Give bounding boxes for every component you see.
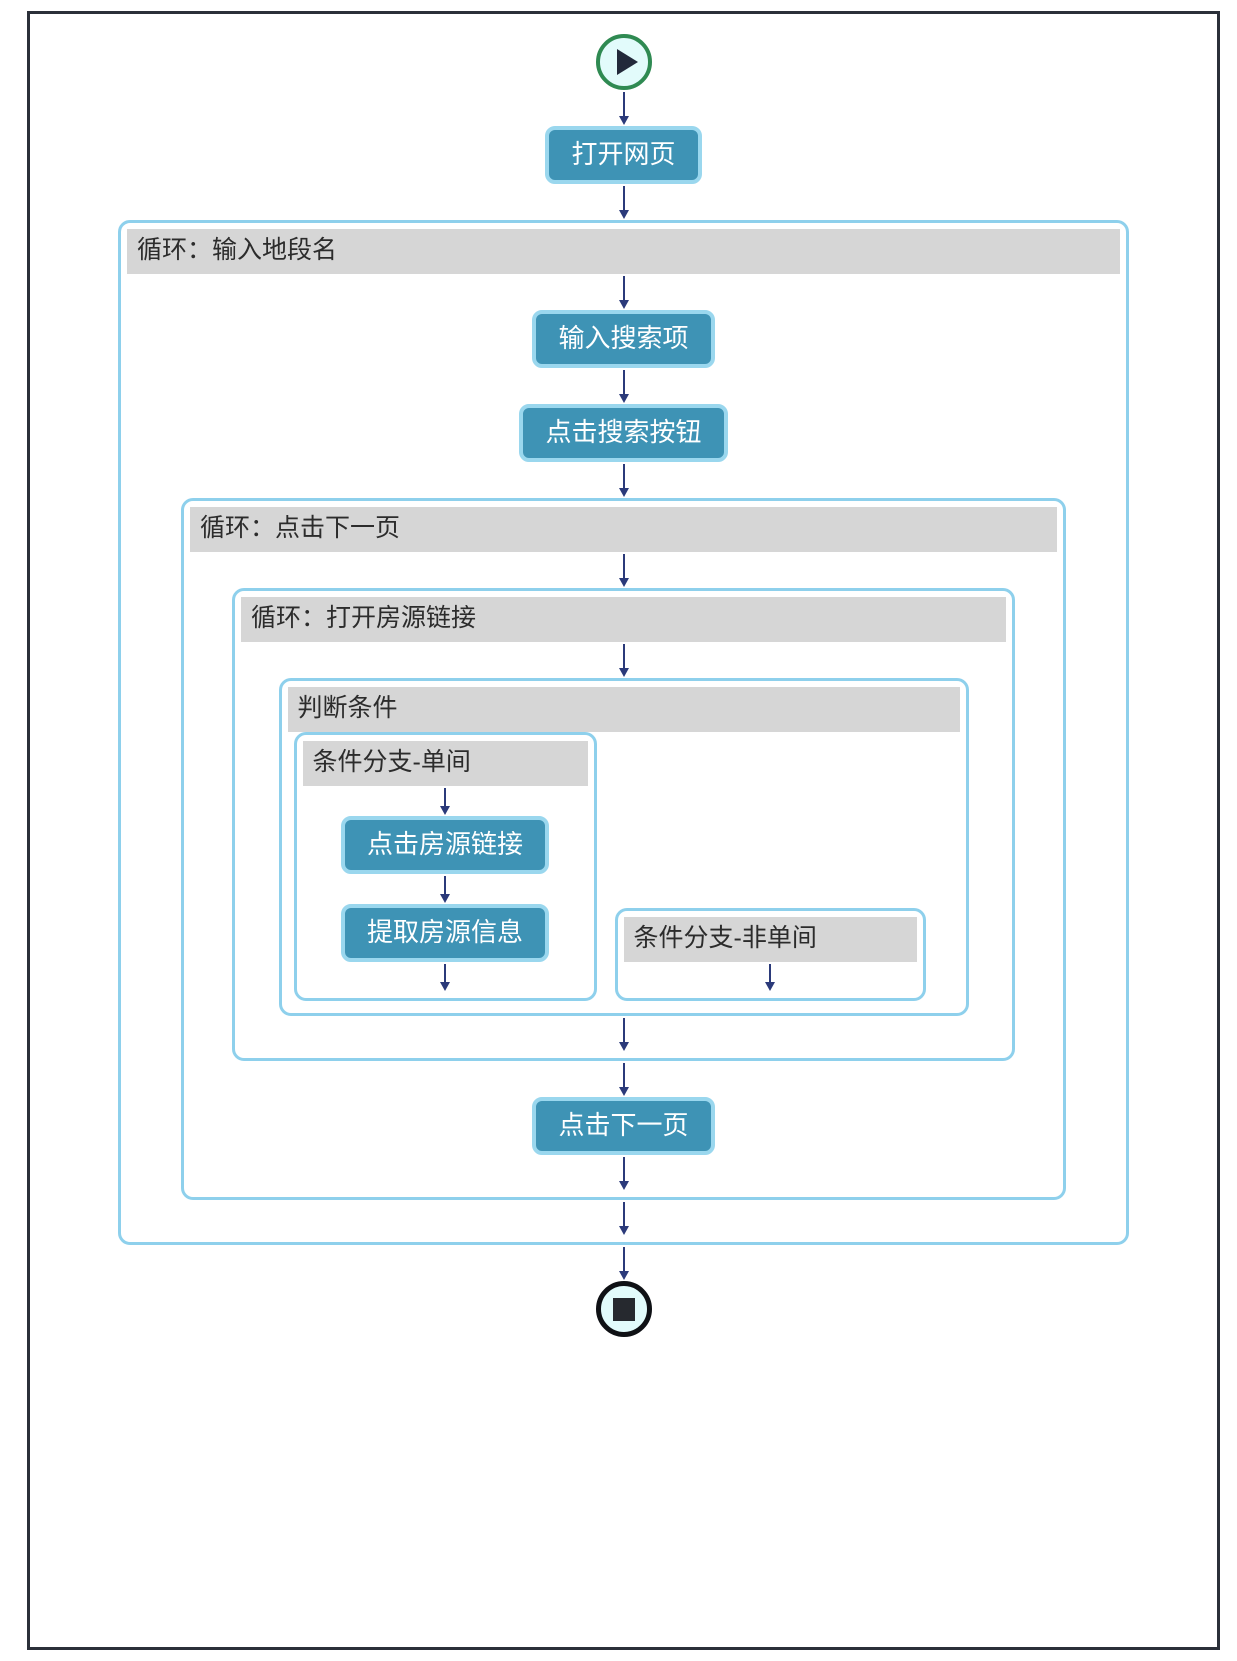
loop-click-next-page[interactable]: 循环：点击下一页 循环：打开房源链接 判断条件 xyxy=(181,498,1066,1200)
flow-arrow xyxy=(617,552,631,588)
node-extract-listing-info[interactable]: 提取房源信息 xyxy=(340,904,549,962)
flow-arrow xyxy=(617,90,631,126)
flow-arrow xyxy=(438,962,452,992)
flow-arrow xyxy=(617,1061,631,1097)
branch-non-single-room-body xyxy=(624,962,917,992)
branch-non-single-room-header: 条件分支-非单间 xyxy=(623,917,917,962)
loop-open-listing-link-body: 判断条件 条件分支-单间 点击房源链接 xyxy=(241,642,1006,1052)
play-icon xyxy=(616,49,638,75)
flow-arrow xyxy=(617,1200,631,1236)
loop-input-district[interactable]: 循环：输入地段名 输入搜索项 点击搜索按钮 循环：点击下一页 xyxy=(118,220,1129,1245)
flow-arrow xyxy=(617,642,631,678)
loop-open-listing-link-header: 循环：打开房源链接 xyxy=(241,597,1006,642)
node-click-search-button[interactable]: 点击搜索按钮 xyxy=(519,404,728,462)
branch-single-room-header: 条件分支-单间 xyxy=(302,741,588,786)
flow-arrow xyxy=(617,274,631,310)
flow-arrow xyxy=(617,1245,631,1281)
branch-single-room[interactable]: 条件分支-单间 点击房源链接 提取房源信息 xyxy=(293,732,597,1001)
branch-single-room-body: 点击房源链接 提取房源信息 xyxy=(303,786,588,992)
start-node[interactable] xyxy=(595,34,652,90)
flow-arrow xyxy=(438,786,452,816)
condition-block[interactable]: 判断条件 条件分支-单间 点击房源链接 xyxy=(278,678,969,1016)
condition-block-header: 判断条件 xyxy=(287,687,960,732)
stop-icon xyxy=(612,1297,635,1321)
flow-arrow xyxy=(617,1155,631,1191)
node-input-search-term[interactable]: 输入搜索项 xyxy=(532,310,715,368)
flow-arrow xyxy=(617,1016,631,1052)
node-click-next-page[interactable]: 点击下一页 xyxy=(532,1097,715,1155)
loop-open-listing-link[interactable]: 循环：打开房源链接 判断条件 xyxy=(232,588,1015,1061)
end-node[interactable] xyxy=(595,1281,652,1337)
loop-click-next-page-body: 循环：打开房源链接 判断条件 xyxy=(190,552,1057,1191)
flow-arrow xyxy=(438,874,452,904)
flow-arrow xyxy=(763,962,777,992)
branch-non-single-room[interactable]: 条件分支-非单间 xyxy=(614,908,926,1001)
loop-click-next-page-header: 循环：点击下一页 xyxy=(190,507,1057,552)
node-click-listing-link[interactable]: 点击房源链接 xyxy=(340,816,549,874)
condition-branch-row: 条件分支-单间 点击房源链接 提取房源信息 xyxy=(288,732,960,1007)
node-open-page[interactable]: 打开网页 xyxy=(545,126,702,184)
loop-input-district-header: 循环：输入地段名 xyxy=(127,229,1120,274)
flow-arrow xyxy=(617,462,631,498)
loop-input-district-body: 输入搜索项 点击搜索按钮 循环：点击下一页 循环：打开房源链接 xyxy=(127,274,1120,1236)
diagram-frame: 打开网页 循环：输入地段名 输入搜索项 点击搜索按钮 循环：点击下一页 xyxy=(27,11,1220,1650)
flow-arrow xyxy=(617,184,631,220)
flow-root: 打开网页 循环：输入地段名 输入搜索项 点击搜索按钮 循环：点击下一页 xyxy=(30,14,1217,1647)
flow-arrow xyxy=(617,368,631,404)
